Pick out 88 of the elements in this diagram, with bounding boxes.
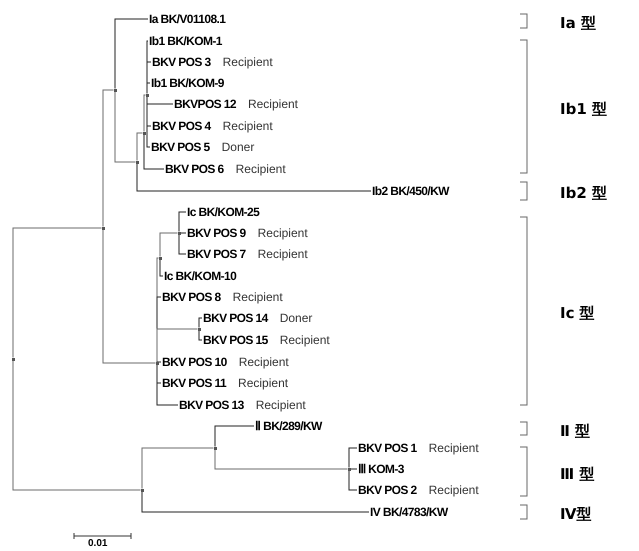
branch-node	[178, 232, 180, 234]
branch-node	[102, 226, 104, 230]
tree-branch	[142, 491, 370, 512]
genotype-label: Ⅰb1 型	[560, 98, 607, 120]
tree-branch	[114, 18, 148, 89]
tree-branch	[102, 229, 156, 364]
tree-branch	[136, 132, 143, 161]
sample-role-label: Recipient	[428, 442, 479, 454]
tree-branch	[146, 96, 150, 148]
tree-branch	[180, 232, 186, 234]
taxon-label: BKV POS 2	[358, 484, 417, 496]
branch-node	[156, 362, 158, 364]
taxon-label: BKV POS 13	[179, 399, 244, 411]
taxon-label: IV BK/4783/KW	[370, 506, 448, 518]
sample-role-label: Recipient	[238, 356, 289, 368]
taxon-label: BKV POS 6	[165, 163, 224, 175]
tree-branch	[198, 318, 202, 328]
taxon-label: BKV POS 1	[358, 442, 417, 454]
sample-role-label: Recipient	[258, 248, 308, 260]
taxon-label: BKV POS 3	[152, 56, 211, 68]
taxon-label: Ic BK/KOM-10	[164, 270, 236, 282]
genotype-label: Ⅰc 型	[560, 302, 595, 324]
branch-node	[114, 88, 116, 92]
tree-branch	[214, 426, 254, 447]
tree-branch	[178, 234, 186, 254]
tree-branch	[214, 449, 348, 470]
taxon-label: Ia BK/V01108.1	[149, 13, 226, 25]
tree-branch	[142, 448, 214, 489]
genotype-label: Ⅱ 型	[560, 420, 590, 442]
branch-node	[146, 94, 148, 96]
tree-branch	[160, 259, 164, 276]
tree-branch	[198, 330, 202, 340]
branch-node	[142, 132, 146, 134]
taxon-label: BKV POS 10	[162, 356, 227, 368]
sample-role-label: Recipient	[238, 377, 288, 389]
taxon-label: Ⅱ BK/289/KW	[255, 420, 322, 432]
branch-node	[214, 446, 216, 450]
sample-role-label: Recipient	[232, 291, 283, 303]
taxon-label: Ib1 BK/KOM-9	[151, 77, 224, 89]
genotype-label: Ⅰa 型	[560, 12, 596, 34]
tree-branch	[348, 448, 358, 468]
taxon-label: BKV POS 4	[152, 120, 211, 132]
genotype-label: Ⅰb2 型	[560, 182, 607, 204]
branch-node	[348, 468, 350, 470]
sample-role-label: Doner	[222, 141, 254, 153]
tree-branch	[146, 82, 150, 94]
sample-role-label: Recipient	[258, 227, 308, 239]
tree-branch	[12, 360, 141, 490]
genotype-label: Ⅳ型	[560, 504, 592, 525]
sample-role-label: Recipient	[222, 56, 273, 68]
sample-role-label: Recipient	[222, 120, 273, 132]
taxon-label: Ib1 BK/KOM-1	[149, 35, 222, 47]
tree-branch	[160, 232, 178, 257]
sample-role-label: Doner	[280, 312, 312, 324]
taxon-label: BKV POS 9	[187, 227, 246, 239]
sample-role-label: Recipient	[256, 399, 306, 411]
sample-role-label: Recipient	[236, 163, 286, 175]
tree-branch	[114, 91, 136, 162]
branch-node	[136, 160, 138, 164]
tree-branch	[136, 163, 372, 192]
tree-branch	[144, 94, 146, 132]
branch-node	[198, 328, 200, 330]
branch-node	[158, 256, 162, 260]
branch-node	[140, 488, 144, 492]
tree-branch	[12, 228, 102, 358]
scale-label: 0.01	[88, 539, 108, 549]
tree-branch	[144, 134, 164, 170]
tree-branch	[156, 364, 178, 406]
branch-node	[12, 358, 14, 360]
taxon-label: BKV POS 5	[151, 141, 210, 153]
taxon-label: BKV POS 7	[187, 248, 246, 260]
taxon-label: Ⅲ KOM-3	[358, 463, 404, 475]
tree-branch	[156, 328, 198, 362]
taxon-label: BKV POS 15	[203, 334, 268, 346]
taxon-label: BKV POS 11	[162, 377, 226, 389]
taxon-label: BKV POS 14	[203, 312, 268, 324]
tree-branch	[348, 470, 358, 490]
sample-role-label: Recipient	[428, 484, 479, 496]
tree-branch	[102, 90, 114, 227]
taxon-label: BKV POS 8	[162, 291, 221, 303]
tree-branch	[178, 212, 186, 232]
sample-role-label: Recipient	[248, 98, 298, 110]
taxon-label: Ib2 BK/450/KW	[372, 185, 449, 197]
tree-branch	[350, 468, 358, 470]
genotype-label: Ⅲ 型	[560, 463, 594, 484]
taxon-label: BKVPOS 12	[174, 98, 236, 110]
taxon-label: Ic BK/KOM-25	[187, 206, 260, 218]
sample-role-label: Recipient	[280, 334, 330, 346]
